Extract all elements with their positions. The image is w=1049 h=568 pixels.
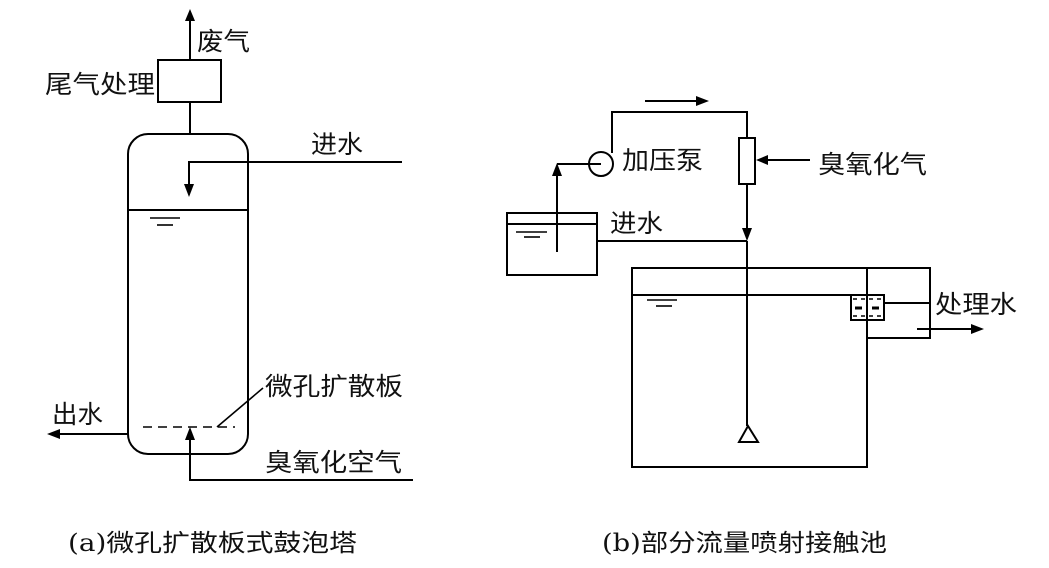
booster-pump-label: 加压泵	[622, 146, 703, 175]
exhaust-gas-label: 废气	[197, 27, 250, 56]
overflow-weir-box	[850, 294, 885, 321]
ozonated-air-arrow-head	[185, 427, 195, 440]
tail-gas-treatment-label: 尾气处理	[45, 70, 155, 99]
water-outlet-arrow-head	[47, 429, 60, 439]
tail-gas-treatment-box	[157, 59, 222, 103]
figure-b-caption: (b)部分流量喷射接触池	[602, 529, 887, 557]
ozonated-gas-label: 臭氧化气	[818, 150, 927, 179]
pump-discharge-pipe	[611, 111, 748, 153]
figure-a-bubble-column: 废气 尾气处理 进水 微孔扩散板 出水 臭氧化空气 (a)微孔扩散板式鼓泡塔	[45, 9, 413, 557]
diffuser-plate-label: 微孔扩散板	[265, 372, 403, 401]
figure-a-caption: (a)微孔扩散板式鼓泡塔	[68, 529, 357, 557]
ozonated-air-pipe	[189, 439, 413, 481]
diffuser-nozzle-icon	[737, 424, 760, 443]
diffuser-plate-leader-line	[216, 387, 264, 428]
overflow-weir	[850, 294, 885, 321]
ozone-injector	[738, 137, 756, 185]
water-inlet-arrow-head	[184, 184, 194, 197]
bubble-column-tower	[127, 133, 249, 455]
pump-suction-arrow-head	[552, 163, 562, 176]
water-inlet-label: 进水	[311, 130, 363, 159]
figure-b-injection-contactor: 加压泵 进水 臭氧化气	[506, 96, 1017, 557]
water-inlet-label-b: 进水	[610, 209, 663, 238]
water-inlet-pipe	[188, 161, 402, 185]
exhaust-arrow-head	[185, 9, 195, 21]
treated-water-arrow-head	[971, 324, 984, 334]
flow-direction-arrow-head	[696, 96, 709, 106]
ozonated-air-label: 臭氧化空气	[265, 448, 402, 477]
ozonated-gas-arrow-head	[756, 155, 768, 165]
treated-water-label: 处理水	[935, 290, 1017, 319]
contact-tank	[631, 267, 868, 468]
water-outlet-label: 出水	[52, 400, 103, 429]
injected-stream-arrow-head	[742, 228, 752, 241]
inlet-water-tank	[506, 212, 598, 276]
